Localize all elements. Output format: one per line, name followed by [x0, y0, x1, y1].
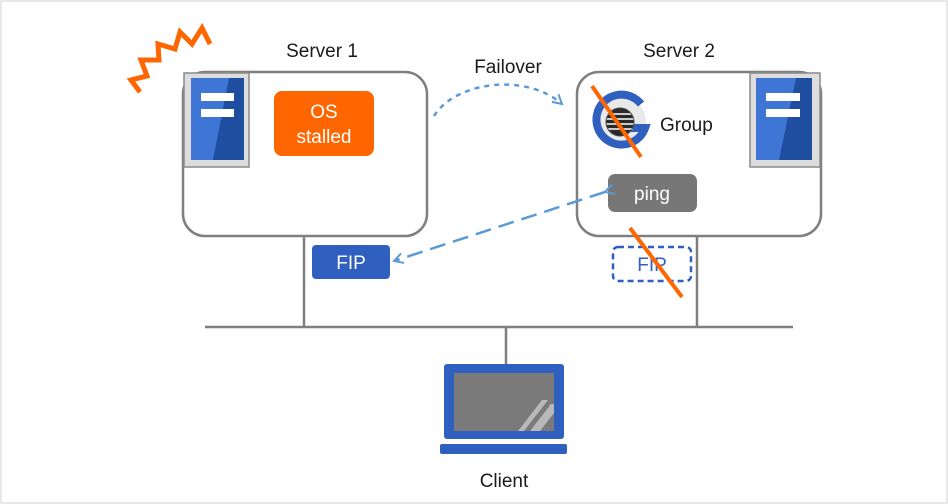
ping-label: ping [634, 184, 670, 205]
laptop-icon [440, 364, 567, 454]
ping-badge [608, 174, 697, 212]
client-label: Client [480, 471, 529, 492]
server1: Server 1 OS stalled [181, 41, 429, 238]
server-tower-icon [749, 72, 821, 168]
fip-active-label: FIP [336, 253, 366, 274]
failover-arrow [432, 83, 562, 117]
network [205, 237, 793, 364]
fip-inactive-badge [611, 245, 693, 283]
server1-title: Server 1 [286, 41, 358, 62]
failover-label: Failover [474, 57, 542, 78]
group-stopped-strike [590, 84, 643, 159]
server-tower-icon [183, 72, 250, 168]
server2: Server 2 Group ping [575, 41, 823, 238]
server2-title: Server 2 [643, 41, 715, 62]
os-stalled-badge [274, 91, 374, 156]
lightning-alert-icon [126, 22, 213, 94]
os-stalled-line1: OS [310, 102, 337, 123]
fip-active-badge [312, 245, 390, 279]
fip-inactive-strike [628, 226, 684, 299]
os-stalled-line2: stalled [297, 127, 352, 148]
ping-arrow [394, 192, 605, 261]
group-label: Group [660, 115, 713, 136]
fip-inactive-label: FIP [637, 255, 667, 276]
